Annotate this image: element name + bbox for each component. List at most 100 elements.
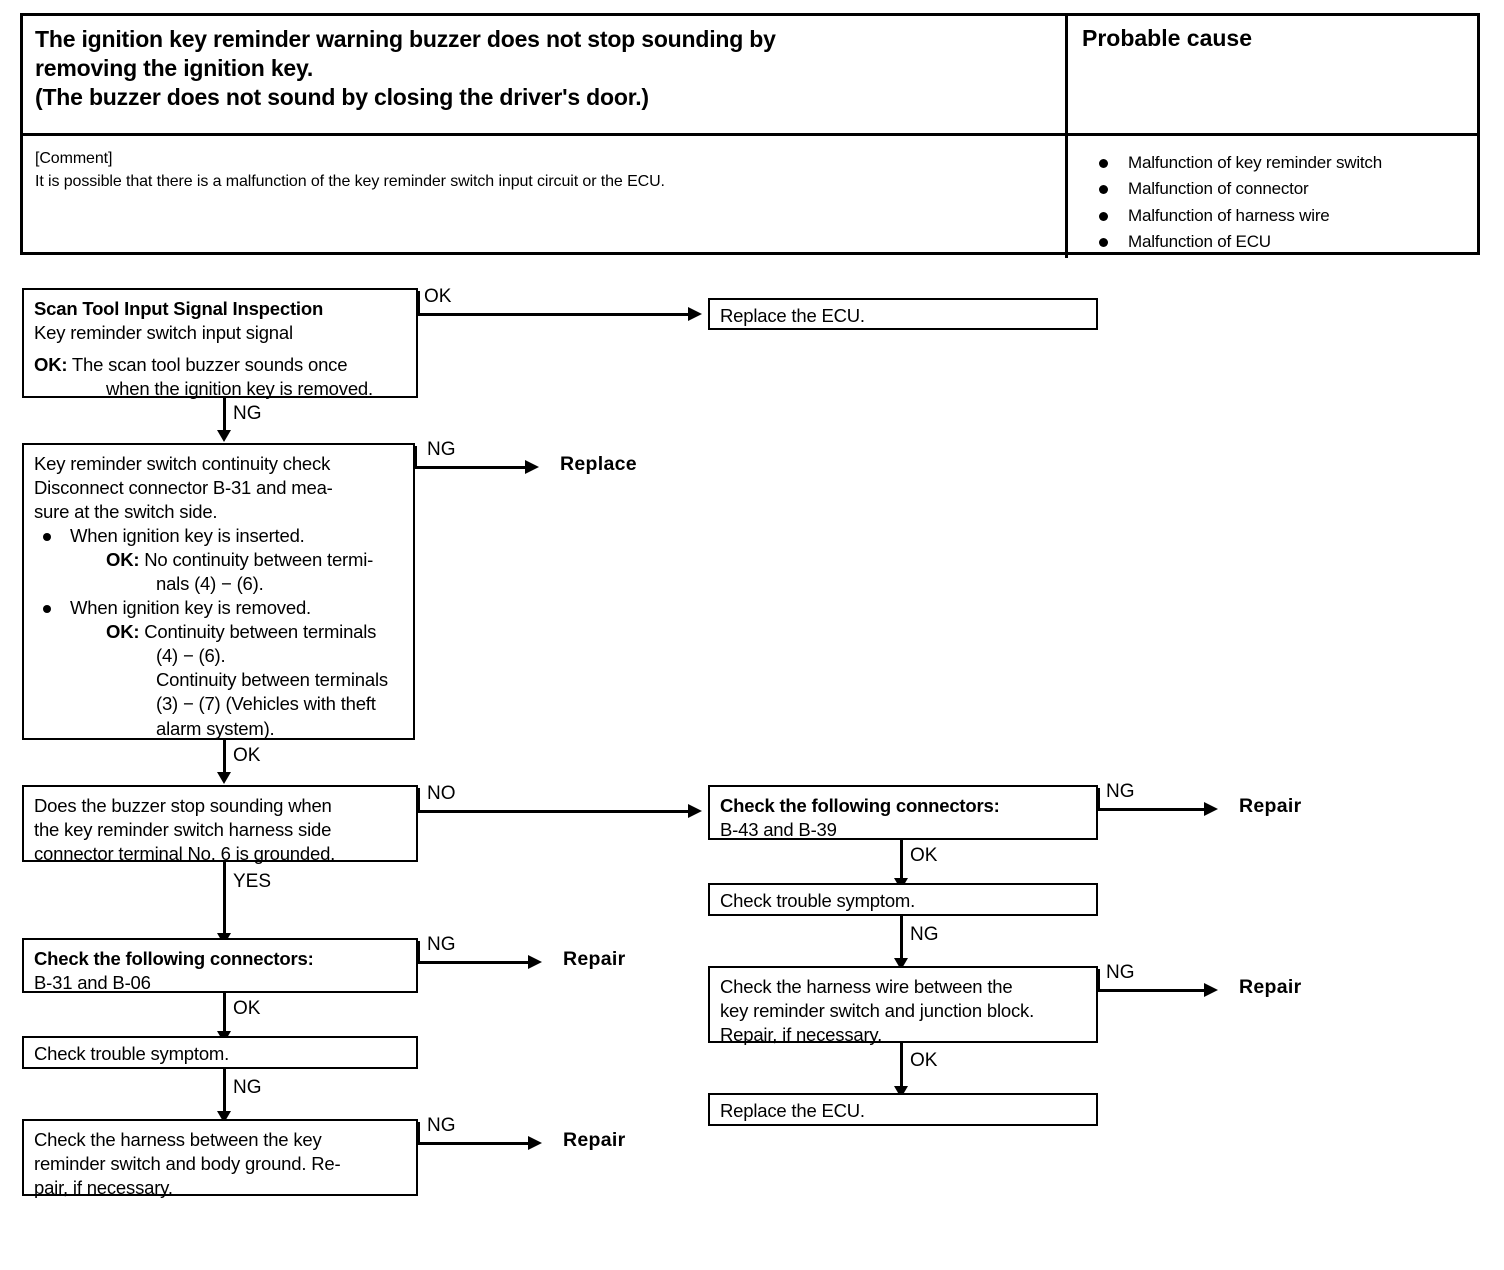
- edge-conn-left-ng-line: [417, 961, 529, 964]
- bullet-icon: [1099, 238, 1108, 248]
- continuity-line-3: sure at the switch side.: [34, 501, 218, 523]
- spacer: [34, 345, 407, 353]
- bullet-icon: [43, 605, 51, 614]
- connectors-right-line-2: B-43 and B-39: [720, 819, 837, 841]
- replace-ecu-bottom-text: Replace the ECU.: [720, 1100, 865, 1121]
- buzzer-line-1: Does the buzzer stop sounding when: [34, 795, 332, 816]
- connectors-left-line-1: Check the following connectors:: [34, 948, 314, 969]
- trouble-symptom-right-text: Check trouble symptom.: [720, 890, 916, 911]
- arrow-down-icon: [217, 772, 231, 784]
- trouble-symptom-left-text: Check trouble symptom.: [34, 1043, 230, 1064]
- edge-label-continuity-ok: OK: [233, 745, 261, 766]
- edge-label-harness-junction-ok: OK: [910, 1050, 938, 1071]
- ok-label: OK:: [34, 354, 68, 376]
- edge-label-conn-left-ng: NG: [427, 934, 456, 955]
- edge-harness-ground-ng-stub: [417, 1122, 420, 1144]
- symptom-title: The ignition key reminder warning buzzer…: [23, 16, 1065, 112]
- symptom-title-line-2: removing the ignition key.: [35, 54, 314, 81]
- flow-box-check-harness-body-ground: Check the harness between the key remind…: [22, 1119, 418, 1198]
- flow-box-check-connectors-left: Check the following connectors: B-31 and…: [22, 938, 418, 993]
- probable-cause-header: Probable cause: [1082, 25, 1253, 51]
- terminal-repair-2: Repair: [563, 1129, 626, 1151]
- edge-harness-ground-ng-line: [417, 1142, 529, 1145]
- flow-box-replace-ecu-top: Replace the ECU.: [708, 298, 1098, 330]
- edge-scan-ok-line: [417, 313, 689, 316]
- continuity-b2-ok-line-2: (4) − (6).: [156, 645, 226, 667]
- flow-box-trouble-symptom-right: Check trouble symptom.: [708, 883, 1098, 916]
- flow-box-key-reminder-continuity-check: Key reminder switch continuity check Dis…: [22, 443, 415, 740]
- continuity-b1-ok-line-2: nals (4) − (6).: [156, 573, 264, 595]
- continuity-bullet-1: When ignition key is inserted.: [34, 524, 404, 548]
- probable-cause-cell: Probable cause: [1065, 16, 1477, 133]
- arrow-right-icon: [688, 804, 702, 818]
- terminal-repair-4: Repair: [1239, 976, 1302, 998]
- arrow-right-icon: [528, 955, 542, 969]
- symptom-table: The ignition key reminder warning buzzer…: [20, 13, 1480, 258]
- comment-block: [Comment] It is possible that there is a…: [23, 136, 1065, 193]
- edge-label-conn-left-ok: OK: [233, 998, 261, 1019]
- continuity-b1-ok-line-1: OK: No continuity between termi-: [34, 548, 404, 572]
- scan-tool-title: Scan Tool Input Signal Inspection: [34, 298, 324, 319]
- edge-continuity-ng-line: [414, 466, 526, 469]
- edge-buzzer-no-line: [417, 810, 689, 813]
- edge-buzzer-yes-line: [223, 862, 226, 935]
- continuity-bullet-1-text: When ignition key is inserted.: [70, 525, 305, 547]
- edge-continuity-ok-line: [223, 740, 226, 773]
- arrow-right-icon: [1204, 983, 1218, 997]
- edge-label-harness-junction-ng: NG: [1106, 962, 1135, 983]
- terminal-repair-3: Repair: [1239, 795, 1302, 817]
- b1-ok-text-1: No continuity between termi-: [144, 549, 374, 571]
- continuity-b2-ok-line-1: OK: Continuity between terminals: [34, 620, 404, 644]
- cause-item: Malfunction of ECU: [1084, 229, 1477, 255]
- harness-ground-line-2: reminder switch and body ground. Re-: [34, 1153, 341, 1175]
- scan-tool-subtitle: Key reminder switch input signal: [34, 322, 293, 344]
- flow-box-scan-tool-inspection: Scan Tool Input Signal Inspection Key re…: [22, 288, 418, 400]
- harness-junction-line-2: key reminder switch and junction block.: [720, 1000, 1035, 1022]
- scan-tool-ok-line-1: OK: The scan tool buzzer sounds once: [34, 353, 407, 377]
- cause-item: Malfunction of harness wire: [1084, 203, 1477, 229]
- edge-label-trouble-right-ng: NG: [910, 924, 939, 945]
- continuity-bullet-2-text: When ignition key is removed.: [70, 597, 311, 619]
- edge-harness-junction-ok-line: [900, 1043, 903, 1088]
- continuity-line-2: Disconnect connector B-31 and mea-: [34, 477, 333, 499]
- cause-label: Malfunction of connector: [1128, 179, 1309, 199]
- edge-label-continuity-ng: NG: [427, 439, 456, 460]
- edge-label-buzzer-no: NO: [427, 783, 456, 804]
- scan-tool-ok-line-2: when the ignition key is removed.: [106, 378, 373, 400]
- cause-label: Malfunction of ECU: [1128, 232, 1271, 252]
- continuity-b2-ok-line-5: alarm system).: [156, 717, 275, 739]
- comment-label: [Comment]: [35, 150, 113, 167]
- arrow-down-icon: [217, 430, 231, 442]
- symptom-row: The ignition key reminder warning buzzer…: [23, 16, 1477, 133]
- edge-label-conn-right-ng: NG: [1106, 781, 1135, 802]
- edge-trouble-right-ng-line: [900, 916, 903, 960]
- edge-conn-right-ng-line: [1097, 808, 1205, 811]
- edge-harness-junction-ng-stub: [1097, 969, 1100, 991]
- continuity-b2-ok-line-3: Continuity between terminals: [156, 669, 388, 691]
- harness-ground-line-1: Check the harness between the key: [34, 1129, 322, 1150]
- symptom-title-line-3: (The buzzer does not sound by closing th…: [35, 83, 649, 110]
- comment-cell: [Comment] It is possible that there is a…: [23, 136, 1065, 258]
- ok-label: OK:: [106, 549, 140, 571]
- edge-harness-junction-ng-line: [1097, 989, 1205, 992]
- continuity-line-1: Key reminder switch continuity check: [34, 453, 331, 474]
- symptom-title-line-1: The ignition key reminder warning buzzer…: [35, 26, 776, 52]
- bullet-icon: [1099, 185, 1108, 195]
- arrow-right-icon: [525, 460, 539, 474]
- arrow-right-icon: [688, 307, 702, 321]
- edge-label-scan-ok: OK: [424, 286, 452, 307]
- edge-label-scan-ng: NG: [233, 403, 262, 424]
- edge-label-trouble-left-ng: NG: [233, 1077, 262, 1098]
- arrow-right-icon: [528, 1136, 542, 1150]
- comment-row: [Comment] It is possible that there is a…: [23, 133, 1477, 258]
- edge-conn-right-ok-line: [900, 840, 903, 880]
- harness-ground-line-3: pair, if necessary.: [34, 1177, 173, 1199]
- harness-junction-line-3: Repair, if necessary.: [720, 1024, 883, 1046]
- symptom-cell: The ignition key reminder warning buzzer…: [23, 16, 1065, 133]
- cause-list-cell: Malfunction of key reminder switch Malfu…: [1065, 136, 1477, 258]
- bullet-icon: [1099, 211, 1108, 221]
- flow-box-check-harness-junction-block: Check the harness wire between the key r…: [708, 966, 1098, 1045]
- comment-text: It is possible that there is a malfuncti…: [35, 173, 665, 191]
- edge-scan-ok-stub: [417, 291, 420, 315]
- flow-box-trouble-symptom-left: Check trouble symptom.: [22, 1036, 418, 1069]
